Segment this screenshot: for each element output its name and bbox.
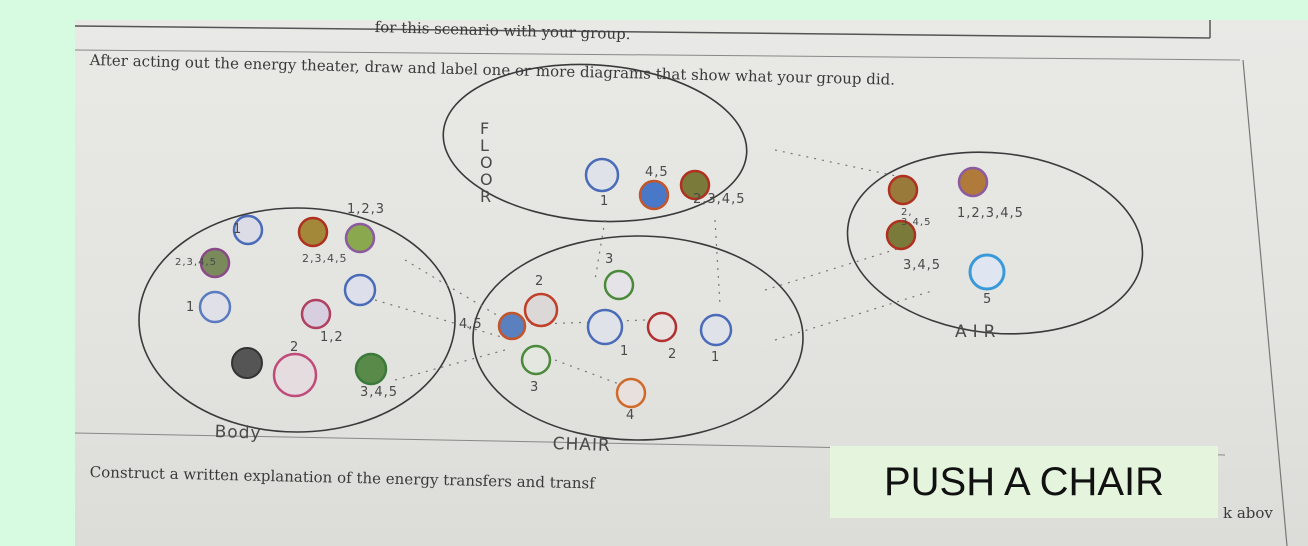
chair-token-1 — [586, 308, 624, 346]
body-token-scribble — [231, 347, 263, 379]
worksheet-photo: for this scenario with your group. After… — [75, 20, 1308, 546]
num-body-2345: 2,3,4,5 — [302, 252, 348, 265]
chair-token-1b — [699, 313, 733, 347]
num-air-5: 5 — [983, 292, 993, 307]
floor-region — [442, 63, 748, 223]
num-body-1: 1 — [233, 222, 243, 237]
num-chair-1: 1 — [620, 344, 630, 359]
air-tokens — [885, 166, 1006, 291]
num-chair-1b: 1 — [711, 350, 721, 365]
page-right-edge — [1242, 59, 1288, 546]
num-air-12345: 1,2,3,4,5 — [957, 206, 1024, 221]
chair-token-top — [603, 269, 635, 301]
label-air: AIR — [955, 322, 1002, 342]
floor-token-1 — [584, 157, 620, 193]
num-body-123: 1,2,3 — [347, 202, 386, 217]
num-air-345: 3,4,5 — [903, 258, 942, 273]
num-floor-1: 1 — [600, 194, 610, 209]
num-floor-45: 4,5 — [645, 165, 669, 180]
body-token-1 — [232, 214, 264, 246]
body-token-4 — [199, 247, 231, 279]
num-body-2: 2 — [290, 340, 300, 355]
air-token-3 — [885, 219, 917, 251]
body-token-5 — [343, 273, 377, 307]
air-token-1 — [887, 174, 919, 206]
caption-text: PUSH A CHAIR — [883, 459, 1165, 504]
body-region — [138, 207, 456, 433]
num-floor-2345: 2,3,4,5 — [693, 192, 746, 207]
num-air-2345: 2, 3,4,5 — [901, 207, 932, 228]
caption-overlay: PUSH A CHAIR — [830, 446, 1218, 518]
body-token-9 — [354, 352, 388, 386]
floor-tokens — [584, 157, 711, 211]
floor-token-3 — [679, 169, 711, 201]
air-region — [846, 151, 1144, 335]
chair-token-2 — [523, 292, 559, 328]
chair-token-2b — [646, 311, 678, 343]
num-chair-45: 4,5 — [459, 317, 483, 332]
num-chair-3top: 3 — [605, 252, 615, 267]
chair-tokens — [497, 269, 733, 409]
body-token-6 — [198, 290, 232, 324]
num-body-345: 3,4,5 — [360, 385, 399, 400]
num-chair-2: 2 — [535, 274, 545, 289]
num-body-1b: 1 — [186, 300, 196, 315]
chair-region — [472, 235, 804, 441]
body-token-8 — [272, 352, 318, 398]
label-chair: CHAIR — [552, 434, 612, 457]
chair-token-3 — [520, 344, 552, 376]
label-floor: F L O O R — [480, 119, 494, 206]
chair-token-45 — [497, 311, 527, 341]
chair-token-4 — [615, 377, 647, 409]
num-chair-4: 4 — [626, 408, 636, 423]
num-chair-2b: 2 — [668, 347, 678, 362]
body-token-2 — [297, 216, 329, 248]
num-body-left: 2,3,4,5 — [175, 257, 217, 268]
worksheet-drawing — [75, 20, 1288, 546]
floor-token-2 — [638, 179, 670, 211]
num-body-12: 1,2 — [320, 330, 344, 345]
body-token-3 — [344, 222, 376, 254]
air-token-2 — [957, 166, 989, 198]
box-top-line — [75, 25, 1211, 39]
transfer-paths — [374, 149, 936, 391]
label-body: Body — [214, 422, 262, 444]
air-token-4 — [968, 253, 1006, 291]
body-token-7 — [300, 298, 332, 330]
num-chair-3: 3 — [530, 380, 540, 395]
section-divider — [75, 49, 1241, 61]
body-tokens — [198, 214, 388, 398]
cut-off-text: k abov — [1223, 504, 1273, 522]
